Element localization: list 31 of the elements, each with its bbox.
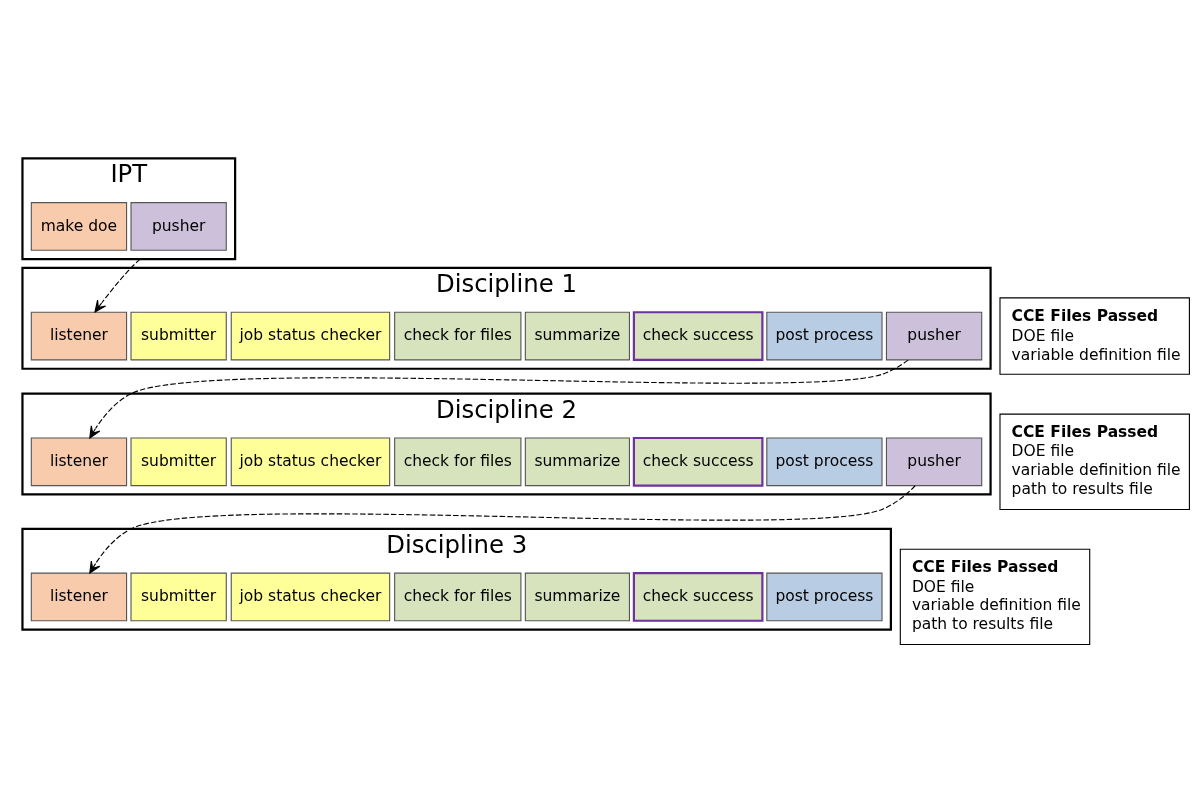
node-box: summarize <box>524 311 631 360</box>
node-box: job status checker <box>230 436 391 486</box>
node-box: submitter <box>130 311 227 360</box>
node-box: check success <box>632 436 764 487</box>
node-box: check for files <box>394 572 522 621</box>
node-box: summarize <box>524 436 631 486</box>
node-box: check success <box>632 571 764 622</box>
node-box: job status checker <box>230 311 391 360</box>
arrow <box>94 258 141 313</box>
node-box: CCE Files Passed DOE file variable definition file <box>999 296 1190 375</box>
arrow <box>89 484 916 574</box>
node-box: check for files <box>394 436 522 486</box>
node-box: CCE Files Passed DOE file variable definition file path to results file <box>999 413 1190 510</box>
node-box: post process <box>766 311 883 360</box>
node-box: pusher <box>885 436 983 486</box>
node-box: submitter <box>130 436 227 486</box>
node-box: CCE Files Passed DOE file variable definition file path to results file <box>899 548 1091 645</box>
node-box: pusher <box>130 201 227 251</box>
node-box: make doe <box>30 201 128 251</box>
node-box: pusher <box>885 311 983 360</box>
node-box: listener <box>30 572 128 621</box>
node-box: listener <box>30 436 128 486</box>
node-box: post process <box>766 572 883 621</box>
node-box: job status checker <box>230 572 391 621</box>
node-box: summarize <box>524 572 631 621</box>
node-box: submitter <box>130 572 227 621</box>
arrow <box>89 359 909 438</box>
node-box: listener <box>30 311 128 360</box>
node-box: check success <box>632 310 764 361</box>
node-box: check for files <box>394 311 522 360</box>
node-box: post process <box>766 436 883 486</box>
